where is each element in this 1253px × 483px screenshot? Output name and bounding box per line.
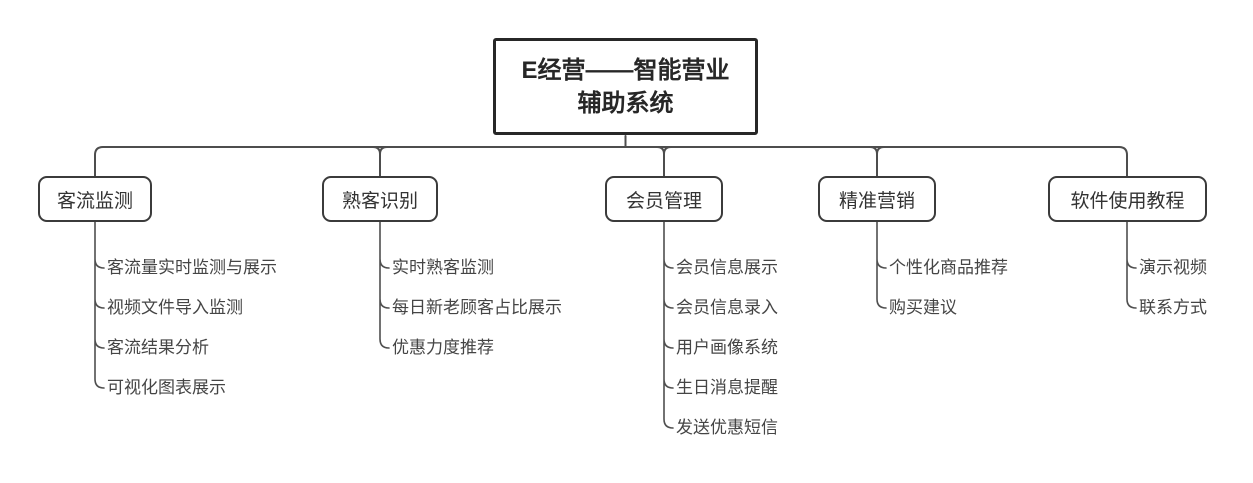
leaf-item[interactable]: 购买建议 xyxy=(889,298,957,317)
branch-node-precision-marketing[interactable]: 精准营销 xyxy=(818,176,936,222)
branch-label: 软件使用教程 xyxy=(1070,190,1185,212)
branch-node-member-management[interactable]: 会员管理 xyxy=(605,176,723,222)
branch-label: 熟客识别 xyxy=(341,190,418,212)
branch-label: 会员管理 xyxy=(625,190,702,212)
leaf-item[interactable]: 每日新老顾客占比展示 xyxy=(392,298,562,317)
leaf-item[interactable]: 发送优惠短信 xyxy=(676,418,778,437)
root-node[interactable]: E经营——智能营业 辅助系统 xyxy=(493,38,758,135)
leaf-item[interactable]: 客流量实时监测与展示 xyxy=(107,258,277,277)
leaf-item[interactable]: 可视化图表展示 xyxy=(107,378,226,397)
drop-branch-2 xyxy=(372,146,388,177)
leaf-item[interactable]: 优惠力度推荐 xyxy=(392,338,494,357)
leaf-item[interactable]: 演示视频 xyxy=(1139,258,1207,277)
subtree-branch-1 xyxy=(94,220,105,389)
subtree-branch-5 xyxy=(1126,220,1137,309)
branch-label: 客流监测 xyxy=(56,190,133,212)
branch-label: 精准营销 xyxy=(838,190,915,212)
branch-node-software-tutorial[interactable]: 软件使用教程 xyxy=(1048,176,1207,222)
subtree-branch-3 xyxy=(663,220,674,429)
leaf-item[interactable]: 个性化商品推荐 xyxy=(889,258,1008,277)
branch-node-customer-flow-monitoring[interactable]: 客流监测 xyxy=(38,176,152,222)
root-title-line2: 辅助系统 xyxy=(577,89,674,117)
main-rail-line xyxy=(94,146,1128,177)
leaf-item[interactable]: 会员信息展示 xyxy=(676,258,778,277)
subtree-branch-4 xyxy=(876,220,887,309)
leaf-item[interactable]: 生日消息提醒 xyxy=(676,378,778,397)
leaf-item[interactable]: 会员信息录入 xyxy=(676,298,778,317)
leaf-item[interactable]: 用户画像系统 xyxy=(676,338,778,357)
drop-branch-4 xyxy=(869,146,885,177)
leaf-item[interactable]: 联系方式 xyxy=(1139,298,1207,317)
leaf-item[interactable]: 实时熟客监测 xyxy=(392,258,494,277)
root-title-line1: E经营——智能营业 xyxy=(521,56,730,84)
subtree-branch-2 xyxy=(379,220,390,349)
drop-branch-3 xyxy=(656,146,672,177)
leaf-item[interactable]: 客流结果分析 xyxy=(107,338,209,357)
branch-node-regular-customer-recognition[interactable]: 熟客识别 xyxy=(322,176,438,222)
leaf-item[interactable]: 视频文件导入监测 xyxy=(107,298,243,317)
